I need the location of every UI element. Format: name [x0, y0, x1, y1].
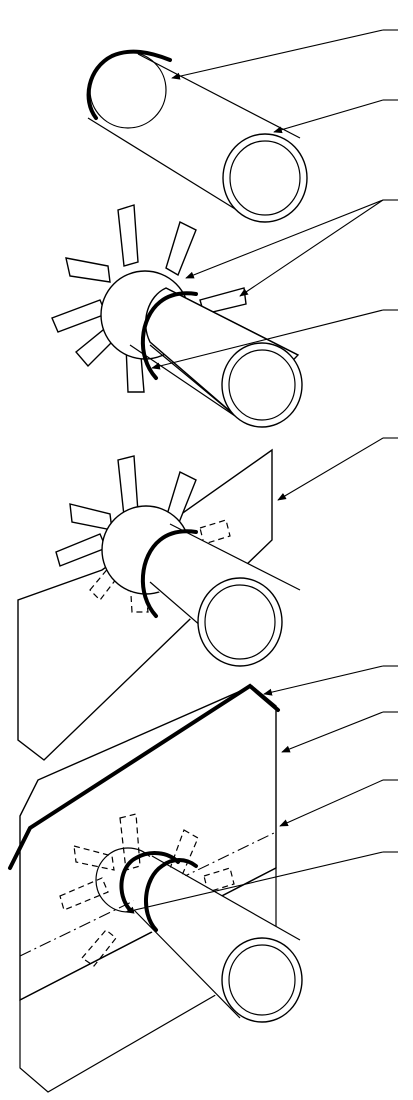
shaft-4 — [119, 851, 303, 1023]
callout-leader-3b — [239, 199, 384, 297]
shaft-end-3 — [197, 577, 283, 667]
callout-leader-5 — [277, 437, 384, 501]
plate-lower-4 — [19, 867, 277, 1093]
panel-4 — [8, 665, 398, 1093]
bearing-edge-1 — [86, 49, 172, 120]
callout-leader-1 — [171, 29, 384, 80]
callout-leader-8 — [279, 779, 384, 827]
edge-2 — [141, 291, 198, 380]
panel-2 — [51, 199, 398, 428]
callout-leader-6 — [263, 665, 384, 696]
shaft-3 — [141, 522, 301, 667]
shaft-1 — [86, 49, 308, 223]
callout-leader-2 — [273, 99, 384, 134]
callout-leader-9 — [125, 851, 384, 914]
shaft-2 — [129, 287, 303, 428]
hatched-plate-3 — [17, 448, 273, 761]
edge-4b — [143, 858, 198, 932]
panel-1 — [86, 29, 398, 223]
edge-4a — [119, 851, 180, 912]
shaft-end-2 — [221, 342, 303, 428]
edge-3 — [141, 529, 198, 618]
callout-leader-7 — [281, 711, 384, 753]
shaft-end-4 — [221, 937, 303, 1023]
top-edge-4 — [8, 683, 280, 870]
panel-3 — [17, 437, 398, 761]
rotor-blades-3 — [55, 455, 231, 613]
callout-leader-4 — [151, 309, 384, 370]
callout-leader-3a — [185, 199, 384, 279]
shaft-end-1 — [222, 133, 308, 223]
